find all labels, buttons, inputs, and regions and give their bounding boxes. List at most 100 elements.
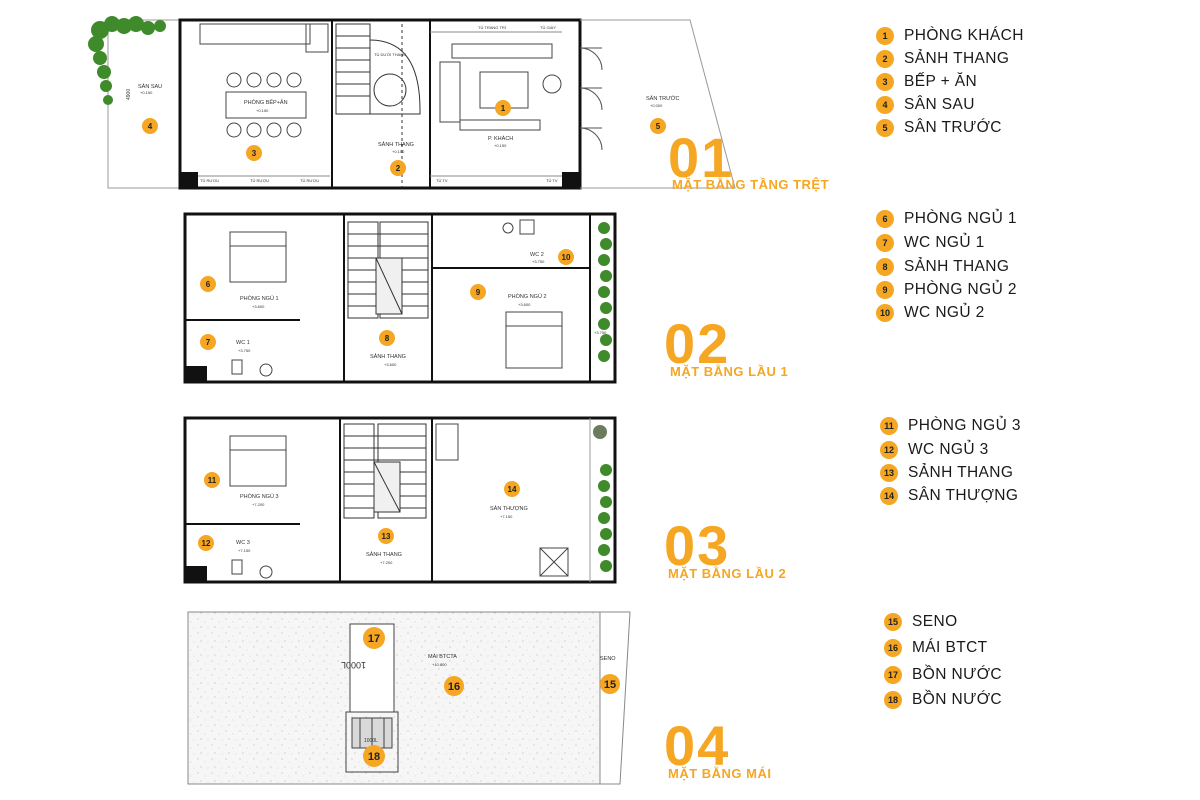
front-yard-outline (580, 19, 736, 189)
room-marker-number: 2 (396, 164, 401, 173)
room-marker-number: 15 (604, 679, 616, 691)
legend-label: WC NGỦ 2 (904, 304, 985, 321)
room-marker-number: 5 (656, 122, 661, 131)
dimension-label: 4900 (126, 89, 132, 100)
room-marker (198, 535, 214, 551)
legend-badge: 8 (876, 258, 894, 276)
plan-floor-03: PHÒNG NGỦ 3 +7.200 WC 3 +7.150 SẢNH THAN… (183, 416, 617, 584)
gutter-outline (599, 611, 631, 785)
legend-badge: 11 (880, 417, 898, 435)
stair-02 (347, 221, 429, 319)
front-doors (579, 47, 603, 151)
room-marker-number: 1 (501, 104, 506, 113)
legend-badge: 5 (876, 119, 894, 137)
legend-label: SẢNH THANG (904, 50, 1010, 67)
room-marker (390, 160, 406, 176)
floor-title-04: MẶT BẰNG MÁI (668, 766, 772, 781)
room-marker (444, 676, 464, 696)
room-marker (600, 674, 620, 694)
svg-text:+3.600: +3.600 (518, 302, 531, 307)
legend-label: SÂN THƯỢNG (908, 487, 1019, 504)
house-walls-03 (183, 416, 617, 584)
legend-badge: 15 (884, 613, 902, 631)
legend-label: BỒN NƯỚC (912, 691, 1003, 708)
legend-item: 12 WC NGỦ 3 (880, 441, 989, 459)
svg-text:TỦ RƯỢU: TỦ RƯỢU (300, 178, 319, 183)
room-label-bedroom-2: PHÒNG NGỦ 2 (508, 293, 547, 300)
legend-label: PHÒNG NGỦ 2 (904, 281, 1017, 298)
room-marker (246, 145, 262, 161)
room-marker (363, 627, 385, 649)
floor-number-01: 01 (668, 126, 735, 189)
svg-text:+10.800: +10.800 (432, 662, 447, 667)
legend-badge: 4 (876, 96, 894, 114)
dining-table (225, 72, 307, 138)
room-marker-number: 18 (368, 751, 380, 763)
room-marker-number: 12 (202, 539, 211, 548)
room-label-kitchen: PHÒNG BẾP+ĂN (244, 99, 288, 106)
legend-label: PHÒNG KHÁCH (904, 27, 1024, 44)
floor-number-04: 04 (664, 714, 731, 777)
plants-terrace-03 (593, 425, 612, 572)
legend-badge: 1 (876, 27, 894, 45)
svg-text:+3.750: +3.750 (532, 259, 545, 264)
room-marker (470, 284, 486, 300)
svg-text:TỦ TV: TỦ TV (546, 178, 558, 183)
room-marker (142, 118, 158, 134)
legend-badge: 16 (884, 639, 902, 657)
legend-badge: 12 (880, 441, 898, 459)
legend-badge: 18 (884, 691, 902, 709)
room-marker (650, 118, 666, 134)
rear-yard-outline (107, 19, 181, 189)
house-walls-01 (178, 18, 582, 190)
tank-label-upper: 1000L (341, 660, 366, 670)
room-marker-number: 7 (206, 338, 211, 347)
legend-label: PHÒNG NGỦ 1 (904, 210, 1017, 227)
legend-badge: 7 (876, 234, 894, 252)
room-label-rear-yard: SÂN SAU (138, 83, 162, 90)
room-label-terrace: SÂN THƯỢNG (490, 505, 528, 512)
room-label-roof-slab: MÁI BTCTA (428, 653, 457, 660)
water-tank-structure (345, 623, 399, 773)
legend-label: WC NGỦ 3 (908, 441, 989, 458)
svg-text:+0.000: +0.000 (650, 103, 663, 108)
svg-text:TỦ RƯỢU: TỦ RƯỢU (200, 178, 219, 183)
legend-label: SÂN TRƯỚC (904, 119, 1002, 136)
room-marker (200, 276, 216, 292)
svg-text:+3.600: +3.600 (384, 362, 397, 367)
bed-2 (505, 311, 563, 369)
svg-text:+0.150: +0.150 (140, 90, 153, 95)
room-marker-number: 3 (252, 149, 257, 158)
svg-text:+7.150: +7.150 (500, 514, 513, 519)
house-walls-02 (183, 212, 617, 384)
room-marker-number: 9 (476, 288, 481, 297)
legend-item: 6 PHÒNG NGỦ 1 (876, 210, 1017, 228)
legend-badge: 14 (880, 487, 898, 505)
stair-01 (335, 23, 421, 188)
legend-badge: 6 (876, 210, 894, 228)
stair-03 (343, 423, 427, 519)
room-marker-number: 11 (208, 476, 217, 485)
room-marker-number: 4 (148, 122, 153, 131)
legend-item: 1 PHÒNG KHÁCH (876, 27, 1024, 45)
svg-text:+3.750: +3.750 (238, 348, 251, 353)
legend-badge: 17 (884, 666, 902, 684)
svg-text:+0.150: +0.150 (256, 108, 269, 113)
room-marker-number: 14 (508, 485, 517, 494)
floor-number-03: 03 (664, 514, 731, 577)
svg-text:+7.150: +7.150 (238, 548, 251, 553)
svg-text:+7.200: +7.200 (380, 560, 393, 565)
plants-rear (88, 16, 166, 105)
floor-title-01: MẶT BẰNG TẦNG TRỆT (672, 177, 830, 192)
svg-text:TỦ DƯỚI THANG: TỦ DƯỚI THANG (374, 52, 406, 57)
room-marker (504, 481, 520, 497)
floor-number-02: 02 (664, 312, 731, 375)
